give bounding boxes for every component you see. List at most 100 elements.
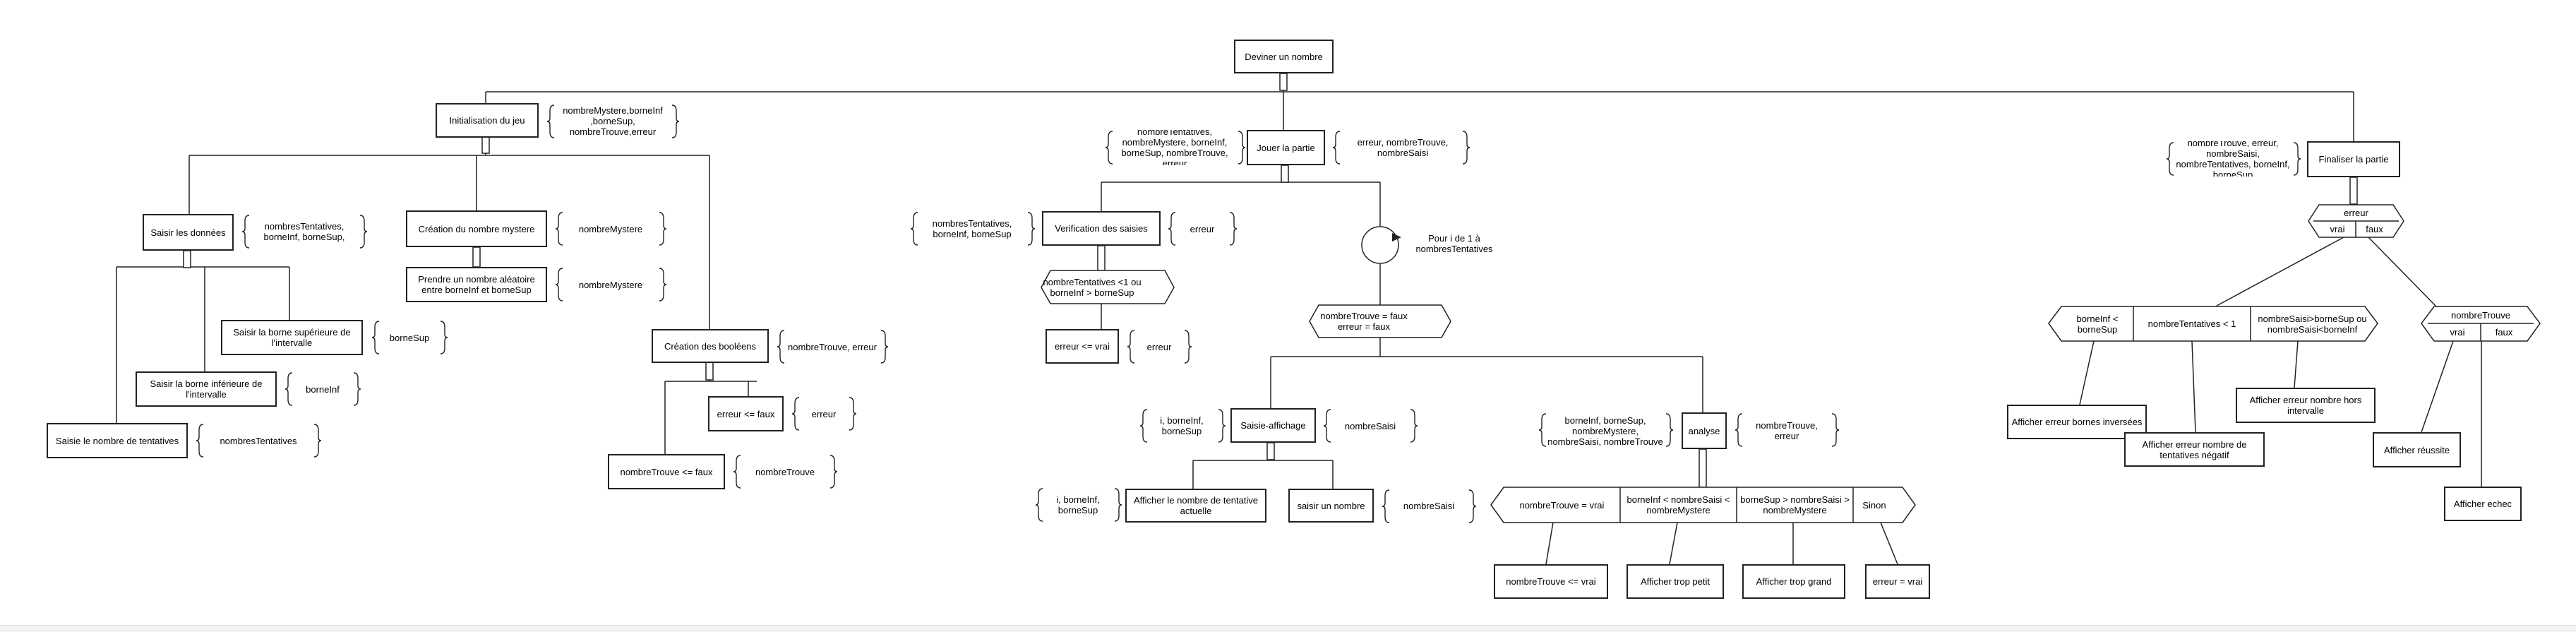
aff-hors-node: Afficher erreur nombre hors intervalle [2236, 388, 2376, 423]
erreur-vrai-params: erreur [1146, 341, 1172, 352]
jouer-node: Jouer la partie [1247, 130, 1325, 165]
loop-label: Pour i de 1 à nombresTentatives [1415, 233, 1493, 254]
cond-trouve-faux: faux [2495, 327, 2513, 338]
brace-icon [1333, 131, 1341, 165]
res-trouve-node: nombreTrouve <= vrai [1494, 564, 1608, 599]
saisir-inf-params: borneInf [306, 383, 340, 395]
cond-erreur-title: erreur [2344, 208, 2368, 218]
cond-multi-2: nombreTentatives < 1 [2147, 318, 2236, 329]
erreur-faux-node: erreur <= faux [708, 396, 784, 431]
cond-trouve-title: nombreTrouve [2450, 309, 2511, 321]
brace-icon [353, 372, 361, 406]
brace-icon [659, 268, 666, 302]
analyse-node: analyse [1682, 412, 1727, 449]
creation-mystere-node: Création du nombre mystere [406, 210, 547, 247]
brace-icon [880, 330, 888, 364]
saisir-sup-node: Saisir la borne supérieure de l'interval… [221, 320, 363, 355]
brace-icon [1665, 413, 1673, 447]
brace-icon [1382, 489, 1390, 523]
afficher-tentative-params: i, borneInf, borneSup [1056, 494, 1100, 515]
brace-icon [1106, 131, 1113, 165]
aff-reussite-node: Afficher réussite [2373, 432, 2461, 467]
brace-icon [829, 455, 837, 489]
saisie-affichage-params-out: nombreSaisi [1344, 420, 1396, 431]
loop-circle [1361, 226, 1401, 264]
brace-icon [911, 212, 918, 246]
jouer-params-out: erreur, nombreTrouve, nombreSaisi [1357, 137, 1449, 158]
aff-echec-node: Afficher echec [2444, 487, 2522, 521]
prendre-aleatoire-params: nombreMystere [578, 279, 643, 290]
brace-icon [359, 215, 367, 249]
saisir-sup-params: borneSup [389, 332, 430, 343]
brace-icon [1184, 330, 1192, 364]
cond-analyse-2: borneInf < nombreSaisi < nombreMystere [1627, 494, 1730, 515]
brace-icon [2293, 142, 2301, 176]
saisie-affichage-params-in: i, borneInf, borneSup [1160, 415, 1204, 436]
init-node: Initialisation du jeu [436, 103, 539, 138]
brace-icon [1324, 409, 1331, 443]
brace-icon [792, 397, 800, 431]
brace-icon [313, 424, 321, 458]
init-params: nombreMystere,borneInf ,borneSup, nombre… [563, 105, 663, 137]
cond-trouve-vrai: vrai [2450, 327, 2465, 338]
brace-icon [1036, 488, 1043, 522]
saisir-donnees-node: Saisir les données [143, 214, 234, 251]
brace-icon [556, 268, 563, 302]
cond-multi-1: borneInf < borneSup [2076, 313, 2119, 335]
brace-icon [556, 212, 563, 246]
trouve-faux-params: nombreTrouve [755, 466, 815, 477]
res-erreur-node: erreur = vrai [1865, 564, 1930, 599]
brace-icon [2167, 142, 2174, 176]
creation-mystere-params: nombreMystere [578, 223, 643, 234]
brace-icon [1218, 409, 1226, 443]
brace-icon [1140, 409, 1148, 443]
brace-icon [285, 372, 293, 406]
brace-icon [659, 212, 666, 246]
saisir-tentatives-node: Saisie le nombre de tentatives [47, 423, 188, 458]
erreur-faux-params: erreur [811, 408, 837, 419]
brace-icon [1831, 413, 1839, 447]
analyse-params-in: borneInf, borneSup, nombreMystere, nombr… [1547, 415, 1663, 447]
aff-tentatives-node: Afficher erreur nombre de tentatives nég… [2124, 432, 2265, 467]
finaliser-node: Finaliser la partie [2307, 141, 2400, 177]
root-node: Deviner un nombre [1234, 40, 1334, 73]
brace-icon [440, 321, 448, 354]
brace-icon [849, 397, 856, 431]
brace-icon [1462, 131, 1470, 165]
saisir-nombre-params: nombreSaisi [1403, 500, 1455, 511]
res-grand-node: Afficher trop grand [1742, 564, 1845, 599]
brace-icon [1127, 330, 1135, 364]
cond-multi-3: nombreSaisi>borneSup ou nombreSaisi<born… [2258, 313, 2367, 335]
finaliser-params: nombreTrouve, erreur, nombreSaisi, nombr… [2176, 141, 2290, 177]
saisir-tent-params: nombresTentatives [220, 435, 297, 446]
brace-icon [1027, 212, 1035, 246]
res-petit-node: Afficher trop petit [1627, 564, 1724, 599]
bottom-scrollbar[interactable] [0, 625, 2576, 632]
saisir-donnees-params: nombresTentatives, borneInf, borneSup, [263, 221, 345, 242]
cond-analyse-4: Sinon [1862, 499, 1886, 511]
brace-icon [196, 424, 204, 458]
creation-booleens-params: nombreTrouve, erreur [788, 341, 877, 352]
while-cond-label: nombreTrouve = faux erreur = faux [1320, 311, 1408, 332]
erreur-vrai-node: erreur <= vrai [1046, 329, 1119, 364]
brace-icon [1229, 212, 1237, 246]
brace-icon [1468, 489, 1476, 523]
creation-booleens-node: Création des booléens [652, 329, 769, 363]
brace-icon [242, 215, 250, 249]
verification-node: Verification des saisies [1042, 211, 1161, 246]
brace-icon [1410, 409, 1418, 443]
brace-icon [671, 105, 679, 138]
verification-params-out: erreur [1190, 223, 1215, 234]
saisir-nombre-node: saisir un nombre [1288, 489, 1374, 523]
brace-icon [1238, 131, 1245, 165]
brace-icon [547, 105, 555, 138]
prendre-aleatoire-node: Prendre un nombre aléatoire entre borneI… [406, 267, 547, 302]
cond-analyse-3: borneSup > nombreSaisi > nombreMystere [1740, 494, 1850, 515]
cond-erreur-vrai: vrai [2330, 224, 2345, 234]
brace-icon [1114, 488, 1122, 522]
brace-icon [1168, 212, 1176, 246]
brace-icon [1539, 413, 1547, 447]
saisie-affichage-node: Saisie-affichage [1230, 408, 1316, 443]
connector-joints [183, 73, 2358, 488]
brace-icon [372, 321, 380, 354]
